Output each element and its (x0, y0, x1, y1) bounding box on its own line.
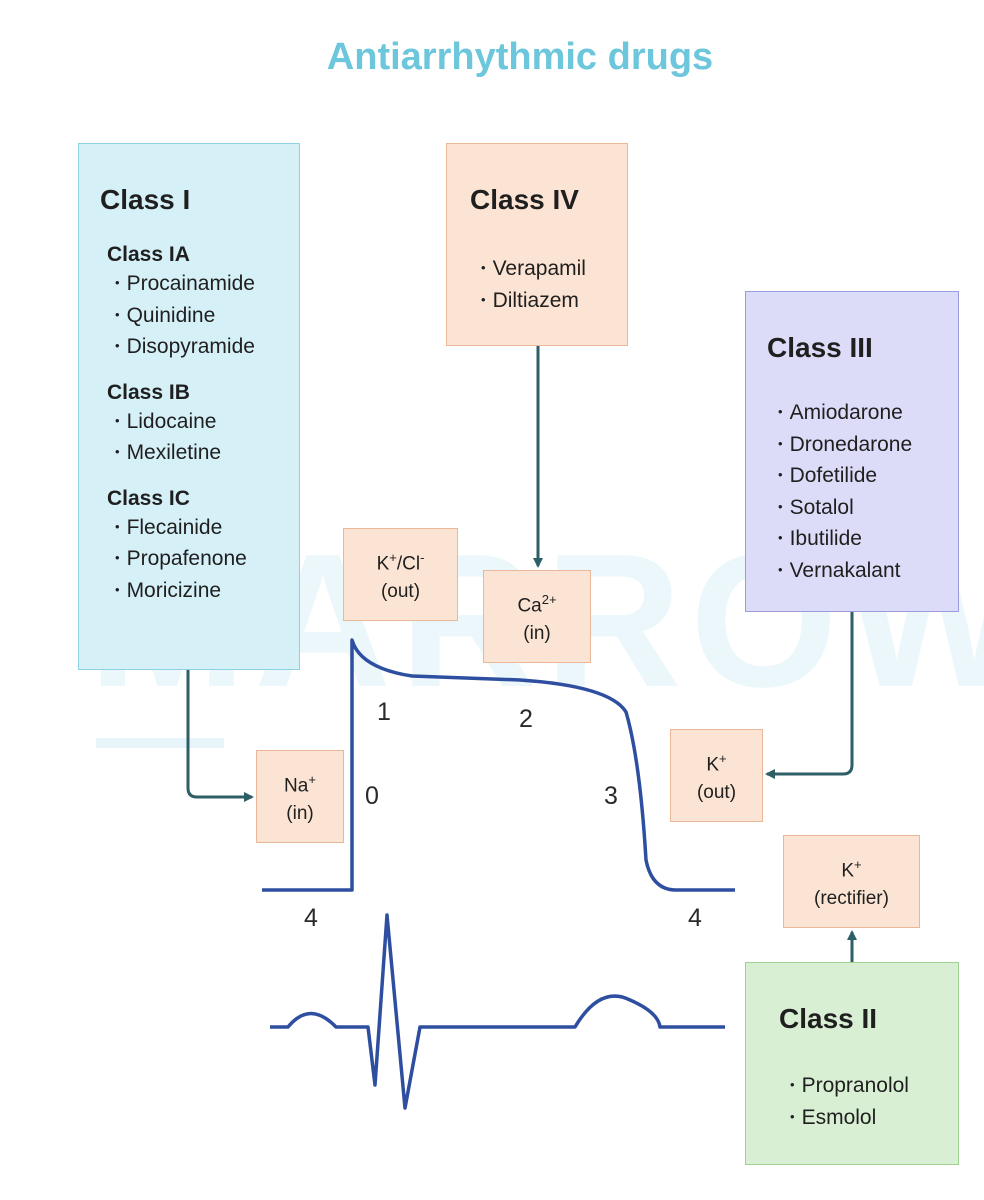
ion-direction: (in) (523, 622, 551, 644)
drug-item: Esmolol (782, 1103, 909, 1135)
drug-item: Propranolol (782, 1071, 909, 1103)
ecg-trace (270, 913, 725, 1110)
class-iii-drug-list: Amiodarone Dronedarone Dofetilide Sotalo… (770, 398, 913, 588)
drug-item: Procainamide (107, 269, 255, 301)
ion-charge: + (719, 751, 727, 767)
class-iv-box: Class IV Verapamil Diltiazem (446, 143, 628, 346)
drug-item: Propafenone (107, 544, 255, 576)
ion-box-k-cl: K+/Cl- (out) (343, 528, 458, 621)
class-ib-drug-list: Lidocaine Mexiletine (107, 407, 255, 470)
drug-item: Verapamil (473, 254, 586, 286)
class-ia-title: Class IA (107, 243, 190, 266)
drug-item: Sotalol (770, 493, 912, 525)
ion-label: K (376, 553, 390, 575)
ion-charge: 2+ (541, 592, 557, 608)
ion-label: Na (284, 775, 309, 797)
phase-label-3: 3 (604, 782, 618, 810)
class-ii-drug-list: Propranolol Esmolol (782, 1071, 909, 1134)
ion-label-2: /Cl (396, 553, 421, 575)
drug-item: Dofetilide (770, 461, 912, 493)
class-ic-drug-list: Flecainide Propafenone Moricizine (107, 513, 255, 608)
drug-item: Quinidine (107, 301, 255, 333)
watermark-underline (96, 738, 224, 748)
class-iv-drug-list: Verapamil Diltiazem (473, 254, 586, 317)
phase-label-2: 2 (519, 705, 533, 733)
ion-direction: (out) (380, 580, 421, 602)
ion-direction: (in) (286, 802, 314, 824)
drug-item: Disopyramide (107, 332, 255, 364)
drug-item: Amiodarone (770, 398, 912, 430)
class-ic-title: Class IC (107, 486, 190, 510)
class-ib-title: Class IB (107, 380, 190, 404)
drug-item: Diltiazem (473, 286, 586, 318)
action-potential-trace (262, 638, 735, 892)
class-ii-title: Class II (779, 1003, 878, 1034)
ion-charge-2: - (420, 550, 425, 566)
class-ii-box: Class II Propranolol Esmolol (745, 962, 959, 1165)
ion-charge: + (854, 857, 862, 873)
drug-item: Dronedarone (770, 430, 913, 462)
drug-item: Mexiletine (107, 438, 255, 470)
arrow-class-i-to-na (186, 670, 254, 802)
phase-label-0: 0 (365, 782, 379, 810)
drug-item: Moricizine (107, 576, 255, 608)
arrow-class-iii-to-k-out (765, 612, 854, 779)
ion-charge: + (308, 772, 316, 788)
drug-item: Flecainide (107, 513, 255, 545)
ion-label: K (706, 754, 720, 776)
phase-label-4-right: 4 (688, 904, 702, 932)
ion-box-ca: Ca2+ (in) (483, 570, 591, 663)
drug-item: Ibutilide (770, 524, 912, 556)
ion-label: Ca (517, 595, 542, 617)
ion-direction: (rectifier) (814, 887, 889, 909)
class-iv-title: Class IV (470, 184, 579, 215)
diagram-title: Antiarrhythmic drugs (326, 36, 714, 78)
class-ia-drug-list: Procainamide Quinidine Disopyramide (107, 269, 255, 364)
ion-label: K (841, 860, 855, 882)
drug-item: Vernakalant (770, 556, 912, 588)
ion-box-k-out: K+ (out) (670, 729, 763, 822)
class-iii-title: Class III (767, 332, 873, 363)
class-i-title: Class I (100, 184, 191, 215)
drug-item: Lidocaine (107, 407, 255, 439)
ion-direction: (out) (696, 781, 737, 803)
class-i-box: Class I Class IA Procainamide Quinidine … (78, 143, 300, 670)
ion-charge: + (389, 550, 397, 566)
phase-label-4-left: 4 (304, 904, 318, 932)
ion-box-k-rectifier: K+ (rectifier) (783, 835, 920, 928)
ion-box-na: Na+ (in) (256, 750, 344, 843)
class-iii-box: Class III Amiodarone Dronedarone Dofetil… (745, 291, 959, 612)
phase-label-1: 1 (377, 698, 391, 726)
